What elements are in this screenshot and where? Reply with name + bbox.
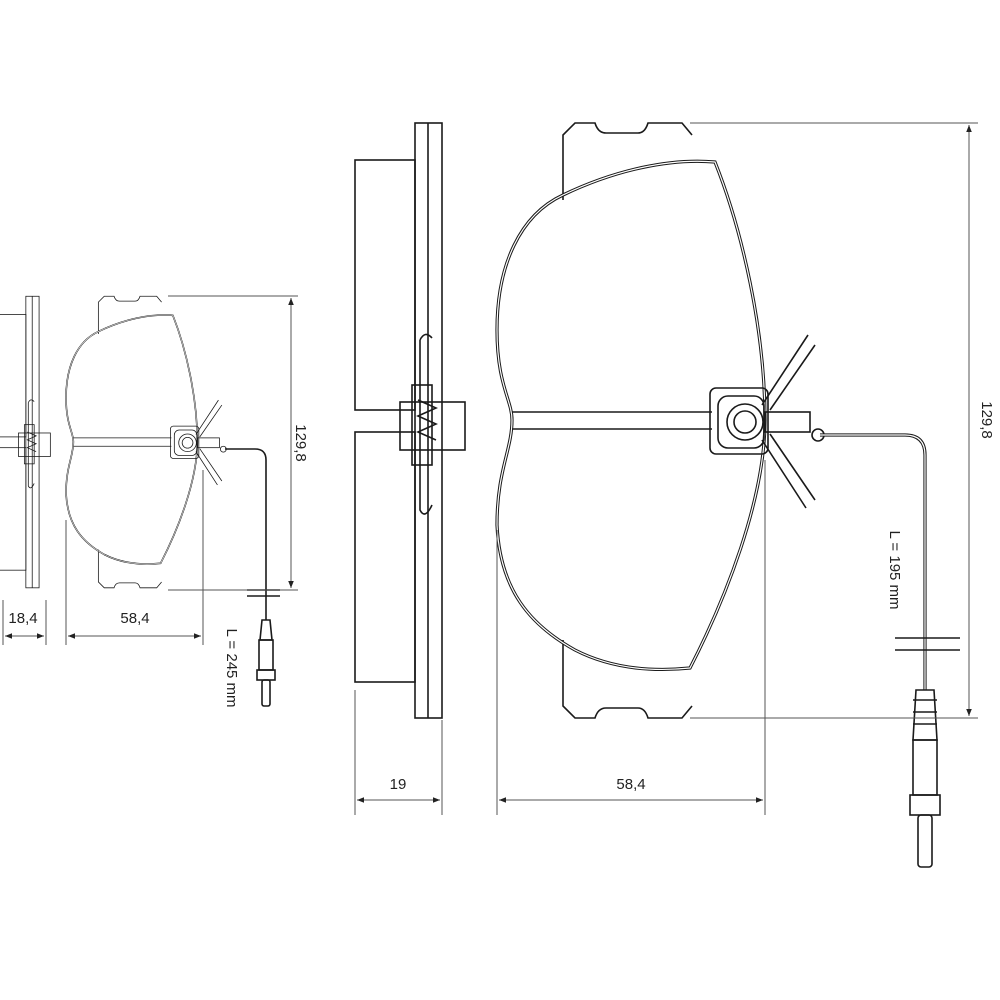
large-wire-length-label: L = 195 mm [886,530,903,609]
small-height-label: 129,8 [292,424,309,462]
small-wire-length-label: L = 245 mm [223,628,240,707]
large-brake-pad [353,121,826,720]
small-connector [247,589,280,707]
small-dimensions [2,295,298,645]
small-width-label: 58,4 [120,610,149,627]
small-sensor-wire [225,448,267,620]
large-thickness-label: 19 [390,776,407,793]
large-width-label: 58,4 [616,776,645,793]
large-dimensions [354,122,978,815]
large-sensor-wire [820,433,927,690]
small-brake-pad [0,295,228,589]
large-height-label: 129,8 [978,401,995,439]
small-thickness-label: 18,4 [8,610,37,627]
large-connector [895,637,960,868]
